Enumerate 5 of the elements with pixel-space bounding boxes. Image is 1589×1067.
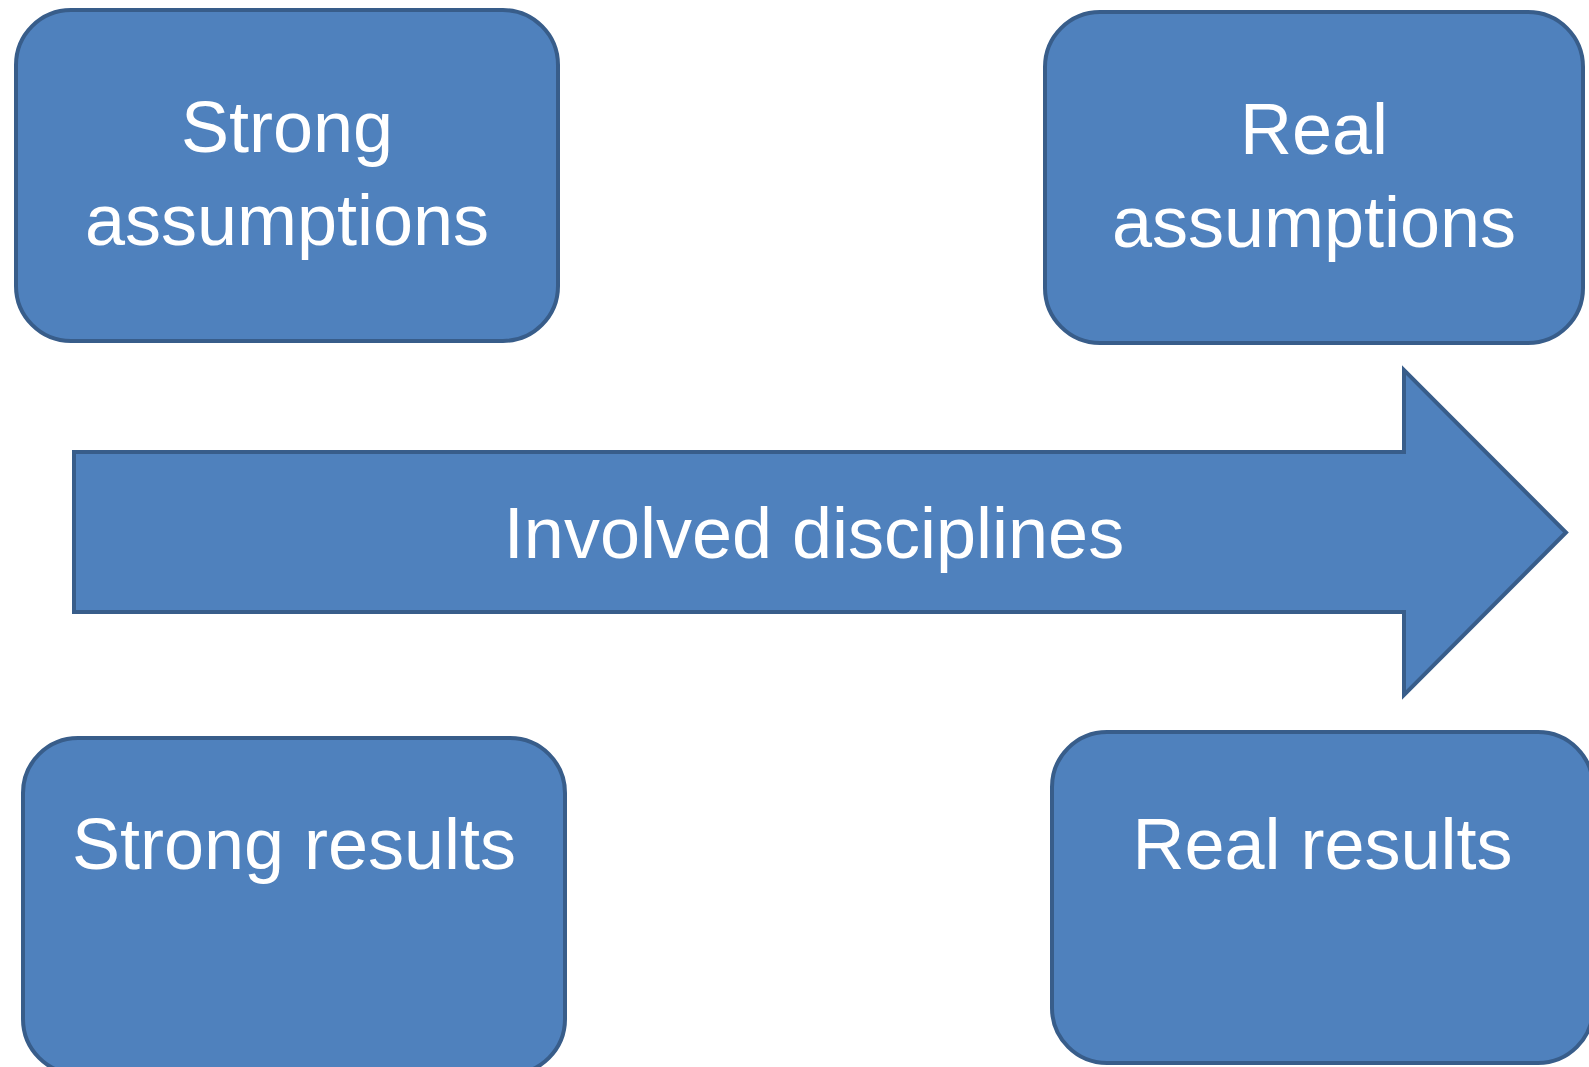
box-label: Real results (1131, 802, 1514, 886)
box-label: Real assumptions (1110, 87, 1518, 265)
box-label: Strong results (70, 803, 518, 886)
box-label: Involved disciplines (502, 492, 1126, 575)
box-label: Strong assumptions (83, 85, 491, 263)
